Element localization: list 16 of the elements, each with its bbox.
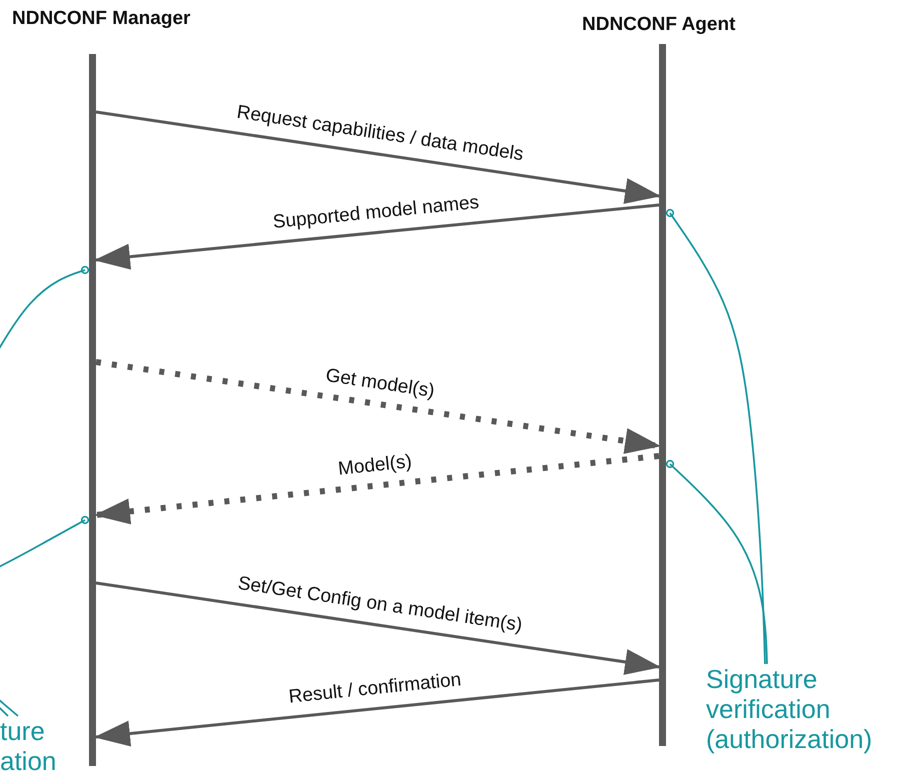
message-arrow: [96, 582, 661, 675]
message-arrow: [96, 359, 661, 454]
lifeline: [89, 54, 96, 766]
annotation-text: ture ation: [0, 716, 70, 776]
leader-line: [666, 208, 766, 664]
annotation-text: Signature verification (authorization): [706, 664, 911, 754]
lifeline-heading: NDNCONF Agent: [582, 14, 736, 36]
message-arrow: [94, 453, 660, 524]
leader-line: [666, 460, 768, 664]
lifeline: [659, 44, 666, 746]
message-arrow: [96, 110, 661, 204]
lifeline-heading: NDNCONF Manager: [12, 8, 190, 30]
leader-line: [0, 266, 90, 717]
message-arrow: [94, 678, 660, 746]
leader-line: [0, 516, 90, 717]
message-arrow: [94, 204, 660, 270]
